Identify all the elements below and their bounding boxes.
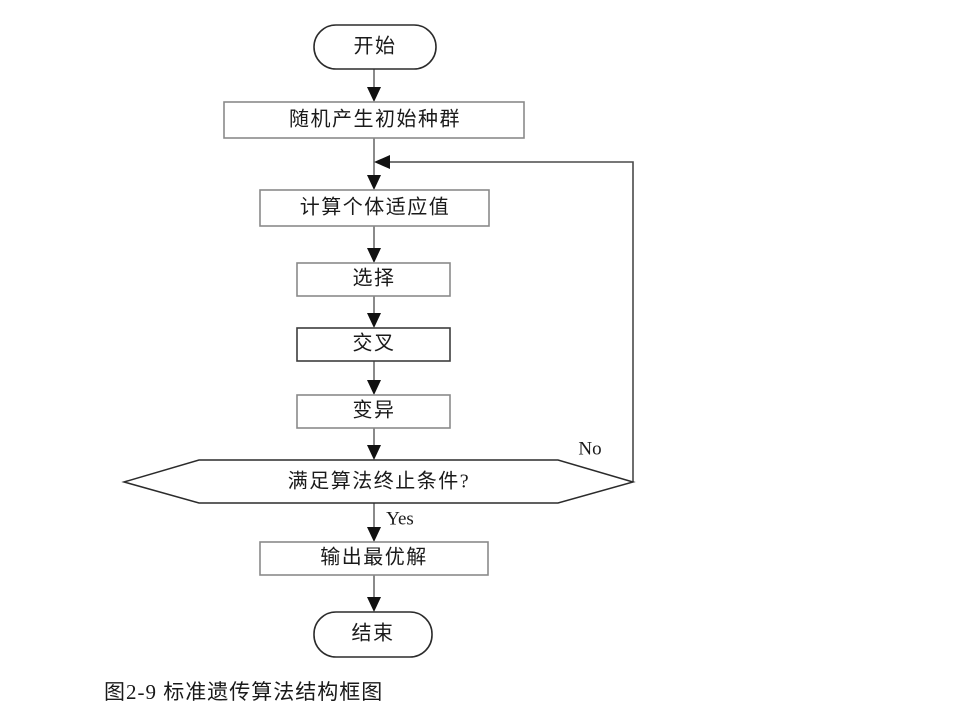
edge-fitness-to-select (367, 226, 381, 263)
node-select: 选择 (296, 262, 451, 297)
node-init: 随机产生初始种群 (223, 101, 525, 139)
edge-output-to-end (367, 575, 381, 612)
edge-decision-to-output-yes (367, 503, 381, 542)
node-start: 开始 (313, 24, 437, 70)
node-select-label: 选择 (353, 267, 396, 290)
edge-mutation-to-decision (367, 428, 381, 460)
node-start-label: 开始 (354, 35, 397, 58)
node-fitness-label: 计算个体适应值 (300, 196, 451, 219)
figure-caption: 图2-9 标准遗传算法结构框图 (104, 680, 384, 704)
edge-label-yes: Yes (386, 508, 414, 529)
edge-init-to-fitness (367, 137, 381, 190)
edge-start-to-init (367, 69, 381, 102)
node-output-label: 输出最优解 (320, 546, 428, 569)
node-crossover: 交叉 (296, 327, 451, 362)
node-mutation-label: 变异 (353, 399, 396, 422)
node-decision: 满足算法终止条件? (121, 459, 636, 504)
node-init-label: 随机产生初始种群 (289, 108, 461, 131)
node-output: 输出最优解 (259, 541, 489, 576)
edge-select-to-crossover (367, 295, 381, 328)
node-mutation: 变异 (296, 394, 451, 429)
node-end-label: 结束 (352, 622, 395, 645)
node-end: 结束 (313, 611, 433, 658)
node-decision-label: 满足算法终止条件? (288, 470, 470, 493)
edge-label-no: No (578, 438, 601, 459)
node-fitness: 计算个体适应值 (259, 189, 490, 227)
edge-decision-to-fitness-no (374, 155, 634, 482)
edge-crossover-to-mutation (367, 361, 381, 395)
node-crossover-label: 交叉 (353, 332, 396, 355)
